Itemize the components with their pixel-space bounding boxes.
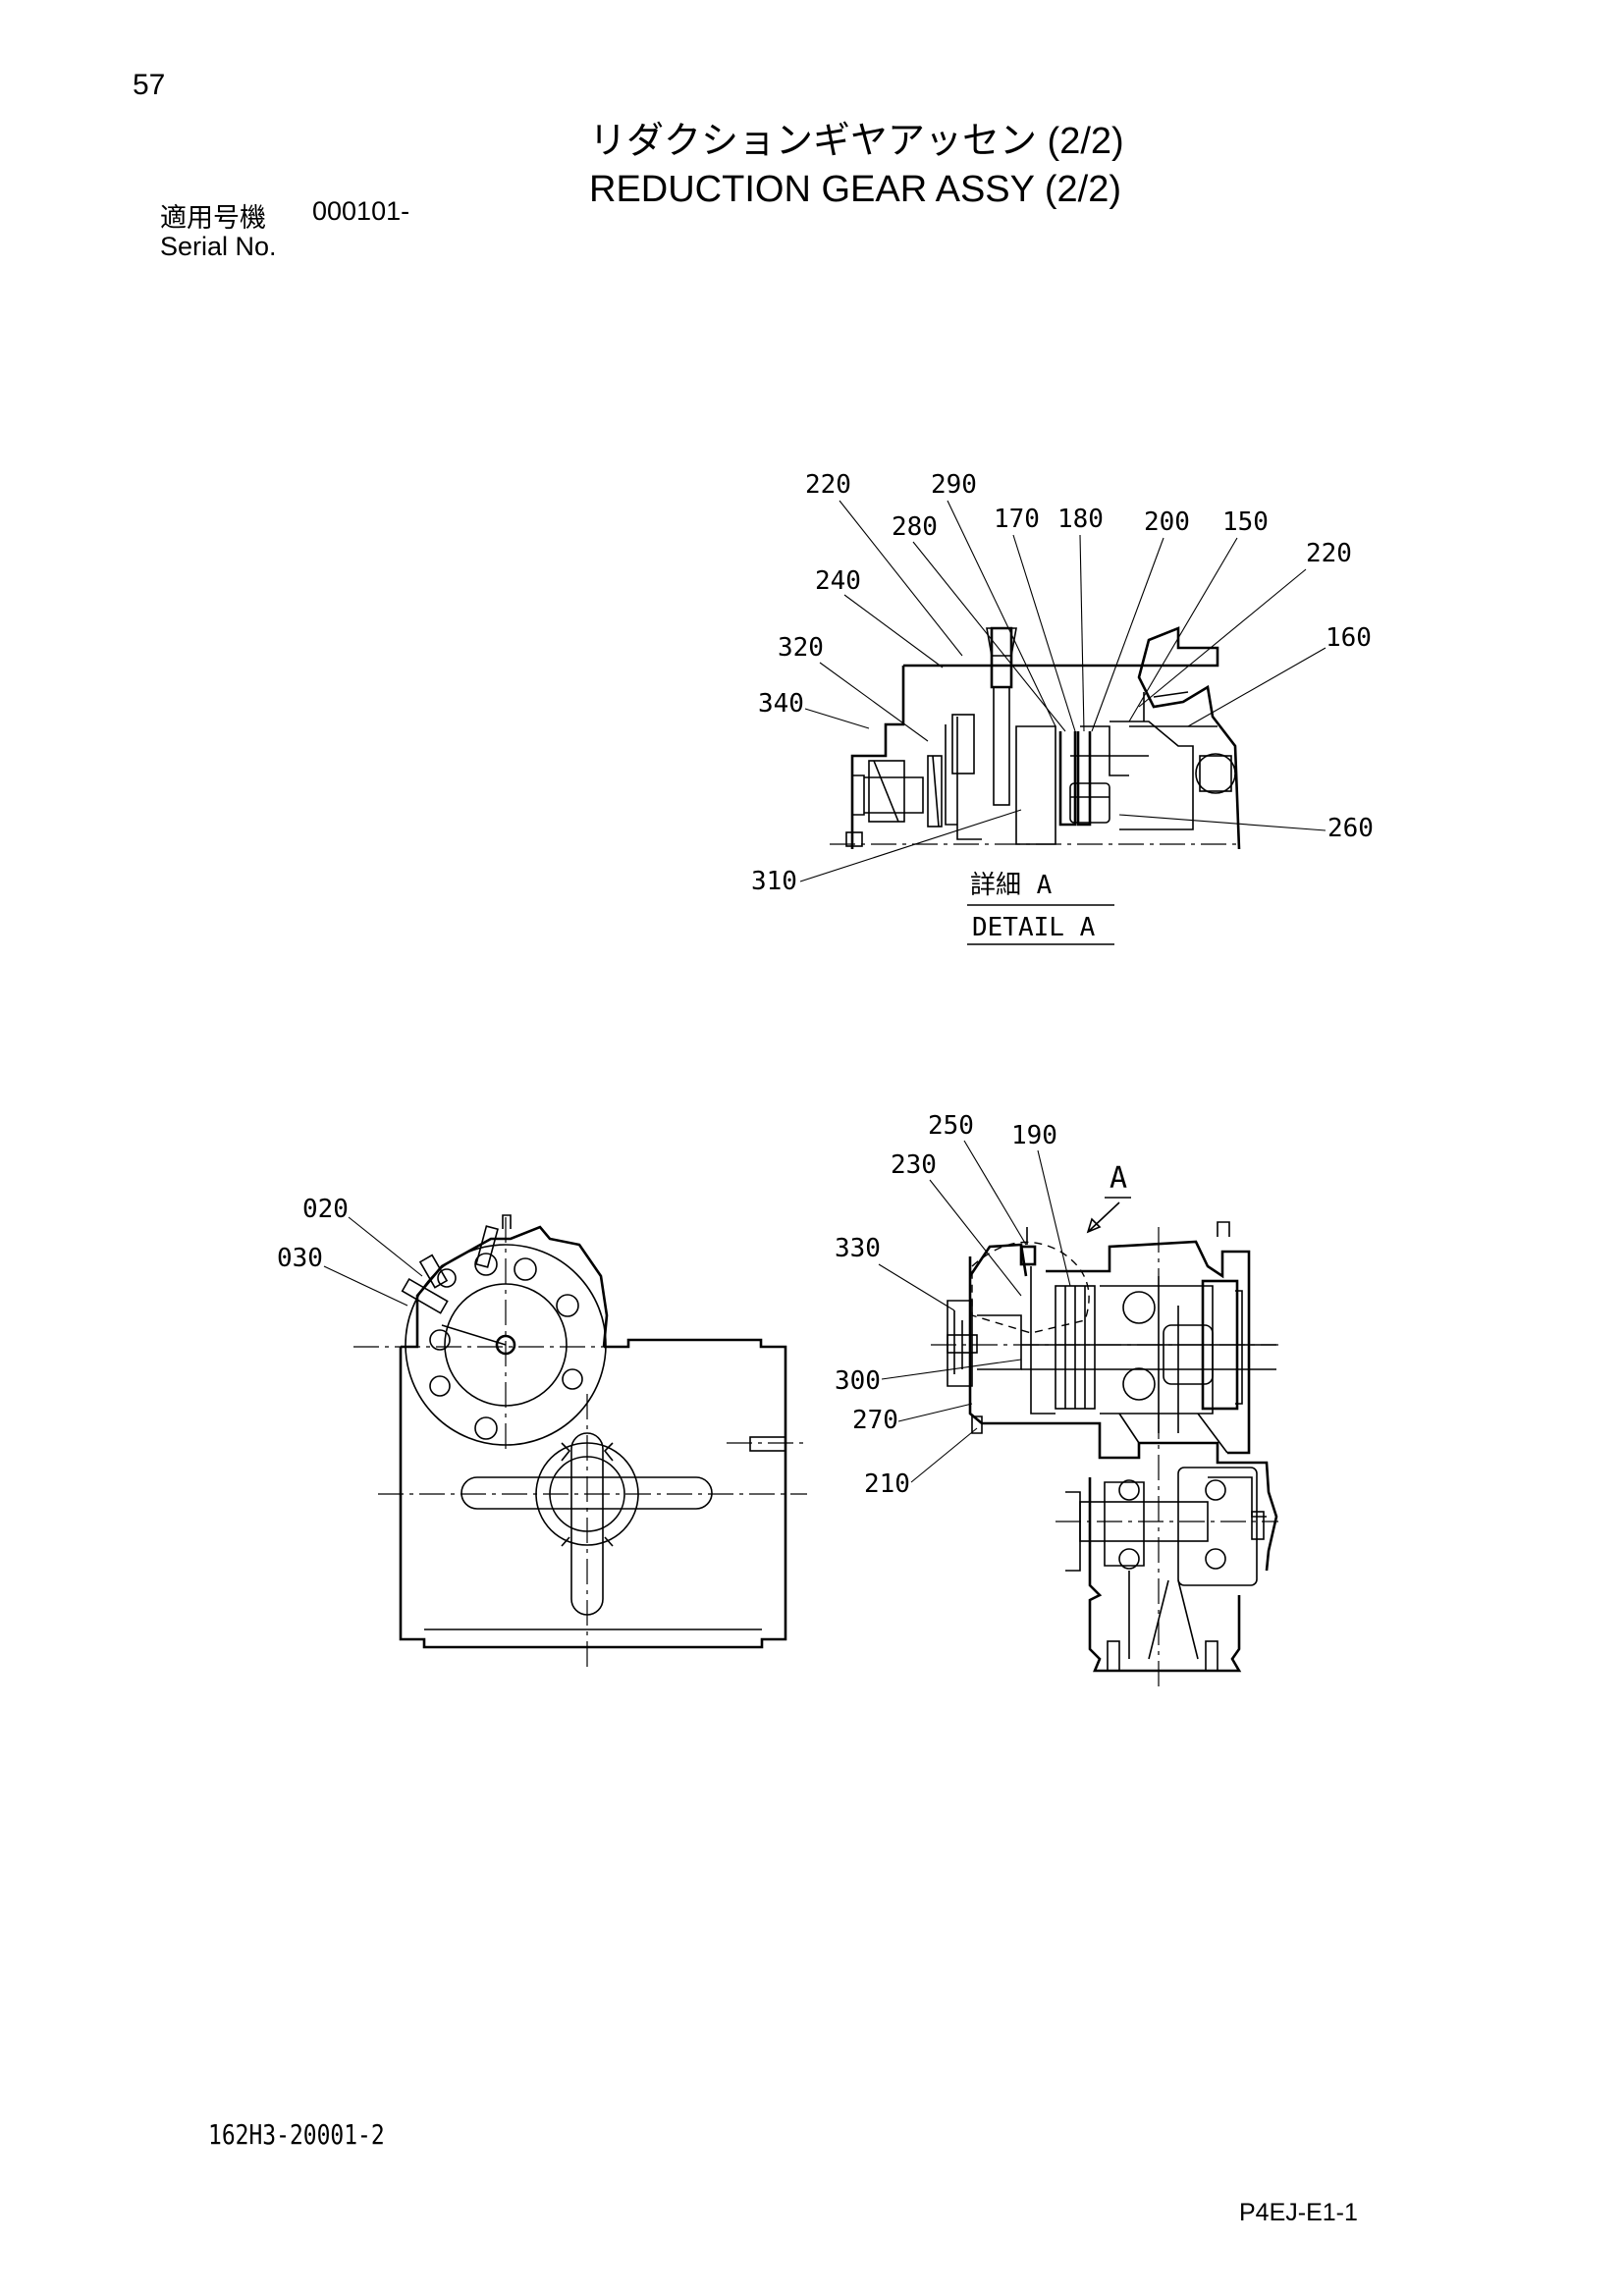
drawing-number: 162H3-20001-2 <box>208 2118 385 2151</box>
callout-250: 250 <box>928 1111 974 1141</box>
callout-280: 280 <box>892 512 938 542</box>
page-code: P4EJ-E1-1 <box>1239 2199 1358 2226</box>
callout-230: 230 <box>891 1150 937 1180</box>
page-number: 57 <box>133 69 166 101</box>
detail-label-japanese: 詳細 A <box>970 871 1053 900</box>
callout-310: 310 <box>751 867 797 896</box>
serial-label-english: Serial No. <box>160 232 277 261</box>
title-japanese: リダクションギヤアッセン (2/2) <box>589 121 1124 162</box>
callout-020: 020 <box>302 1195 349 1224</box>
callout-270: 270 <box>852 1406 898 1435</box>
detail-a-drawing <box>830 626 1241 850</box>
section-view-callouts: 250 190 230 330 300 270 210 A <box>835 1111 1131 1499</box>
serial-label-japanese: 適用号機 <box>160 203 266 233</box>
callout-300: 300 <box>835 1366 881 1396</box>
front-view-drawing <box>353 1214 807 1669</box>
serial-number: 000101- <box>312 196 410 226</box>
callout-200: 200 <box>1144 507 1190 537</box>
callout-330: 330 <box>835 1234 881 1263</box>
callout-030: 030 <box>277 1244 323 1273</box>
front-view-callouts: 020 030 <box>277 1195 423 1307</box>
callout-150: 150 <box>1222 507 1269 537</box>
callout-180: 180 <box>1057 505 1104 534</box>
callout-320: 320 <box>778 633 824 663</box>
callout-160: 160 <box>1326 623 1372 653</box>
view-marker-a: A <box>1110 1161 1127 1196</box>
detail-label-english: DETAIL A <box>972 913 1096 942</box>
callout-190: 190 <box>1011 1121 1057 1150</box>
detail-a-callouts: 220 290 280 170 180 200 150 220 240 160 … <box>751 470 1374 945</box>
callout-210: 210 <box>864 1469 910 1499</box>
section-view-drawing <box>931 1221 1278 1688</box>
title-english: REDUCTION GEAR ASSY (2/2) <box>589 169 1121 210</box>
callout-340: 340 <box>758 689 804 719</box>
callout-240: 240 <box>815 566 861 596</box>
callout-220a: 220 <box>805 470 851 500</box>
callout-170: 170 <box>994 505 1040 534</box>
callout-260: 260 <box>1327 814 1374 843</box>
callout-220b: 220 <box>1306 539 1352 568</box>
callout-290: 290 <box>931 470 977 500</box>
